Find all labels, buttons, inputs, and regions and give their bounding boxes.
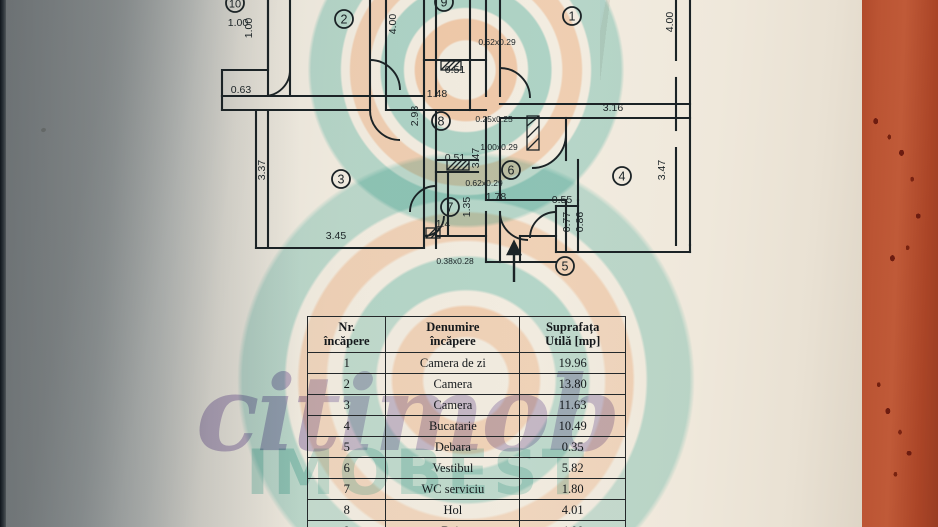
paper-edge [0,0,6,527]
room-area: 4.00 [519,520,626,527]
table-row: 9Baie4.00 [306,520,626,527]
room-name: WC serviciu [385,478,521,500]
room-name: Bucatarie [385,415,521,437]
room-number: 5 [306,436,387,458]
header-nr: Nr. încăpere [306,316,387,353]
room-area: 4.01 [519,499,626,521]
header-name-line2: încăpere [430,334,476,348]
room-number: 1 [306,352,387,374]
room-number: 7 [306,478,387,500]
room-area: 0.35 [519,436,626,458]
room-area: 1.80 [519,478,626,500]
room-number: 9 [306,520,387,527]
room-name: Baie [385,520,521,527]
header-area-line2: Utilă [mp] [545,334,601,348]
room-area: 5.82 [519,457,626,479]
room-number: 8 [306,499,387,521]
room-number: 2 [306,373,387,395]
room-number: 6 [306,457,387,479]
header-nr-line2: încăpere [323,334,370,348]
table-header-row: Nr. încăpere Denumire încăpere Suprafața… [306,316,626,353]
header-area-line1: Suprafața [545,320,600,334]
room-name: Camera [385,394,521,416]
room-name: Vestibul [385,457,521,479]
header-nr-line1: Nr. [338,320,355,334]
room-schedule-table: Nr. încăpere Denumire încăpere Suprafața… [306,316,626,527]
paper-creases [600,0,862,527]
header-area: Suprafața Utilă [mp] [519,316,626,353]
room-area: 13.80 [519,373,626,395]
room-area: 19.96 [519,352,626,374]
header-name-line1: Denumire [426,320,480,334]
room-area: 10.49 [519,415,626,437]
header-name: Denumire încăpere [385,316,521,353]
room-number: 3 [306,394,387,416]
table-surface [862,0,938,527]
room-name: Camera de zi [385,352,521,374]
room-name: Camera [385,373,521,395]
room-area: 11.63 [519,394,626,416]
room-number: 4 [306,415,387,437]
room-name: Hol [385,499,521,521]
paper-shadow [0,0,300,527]
room-name: Debara [385,436,521,458]
